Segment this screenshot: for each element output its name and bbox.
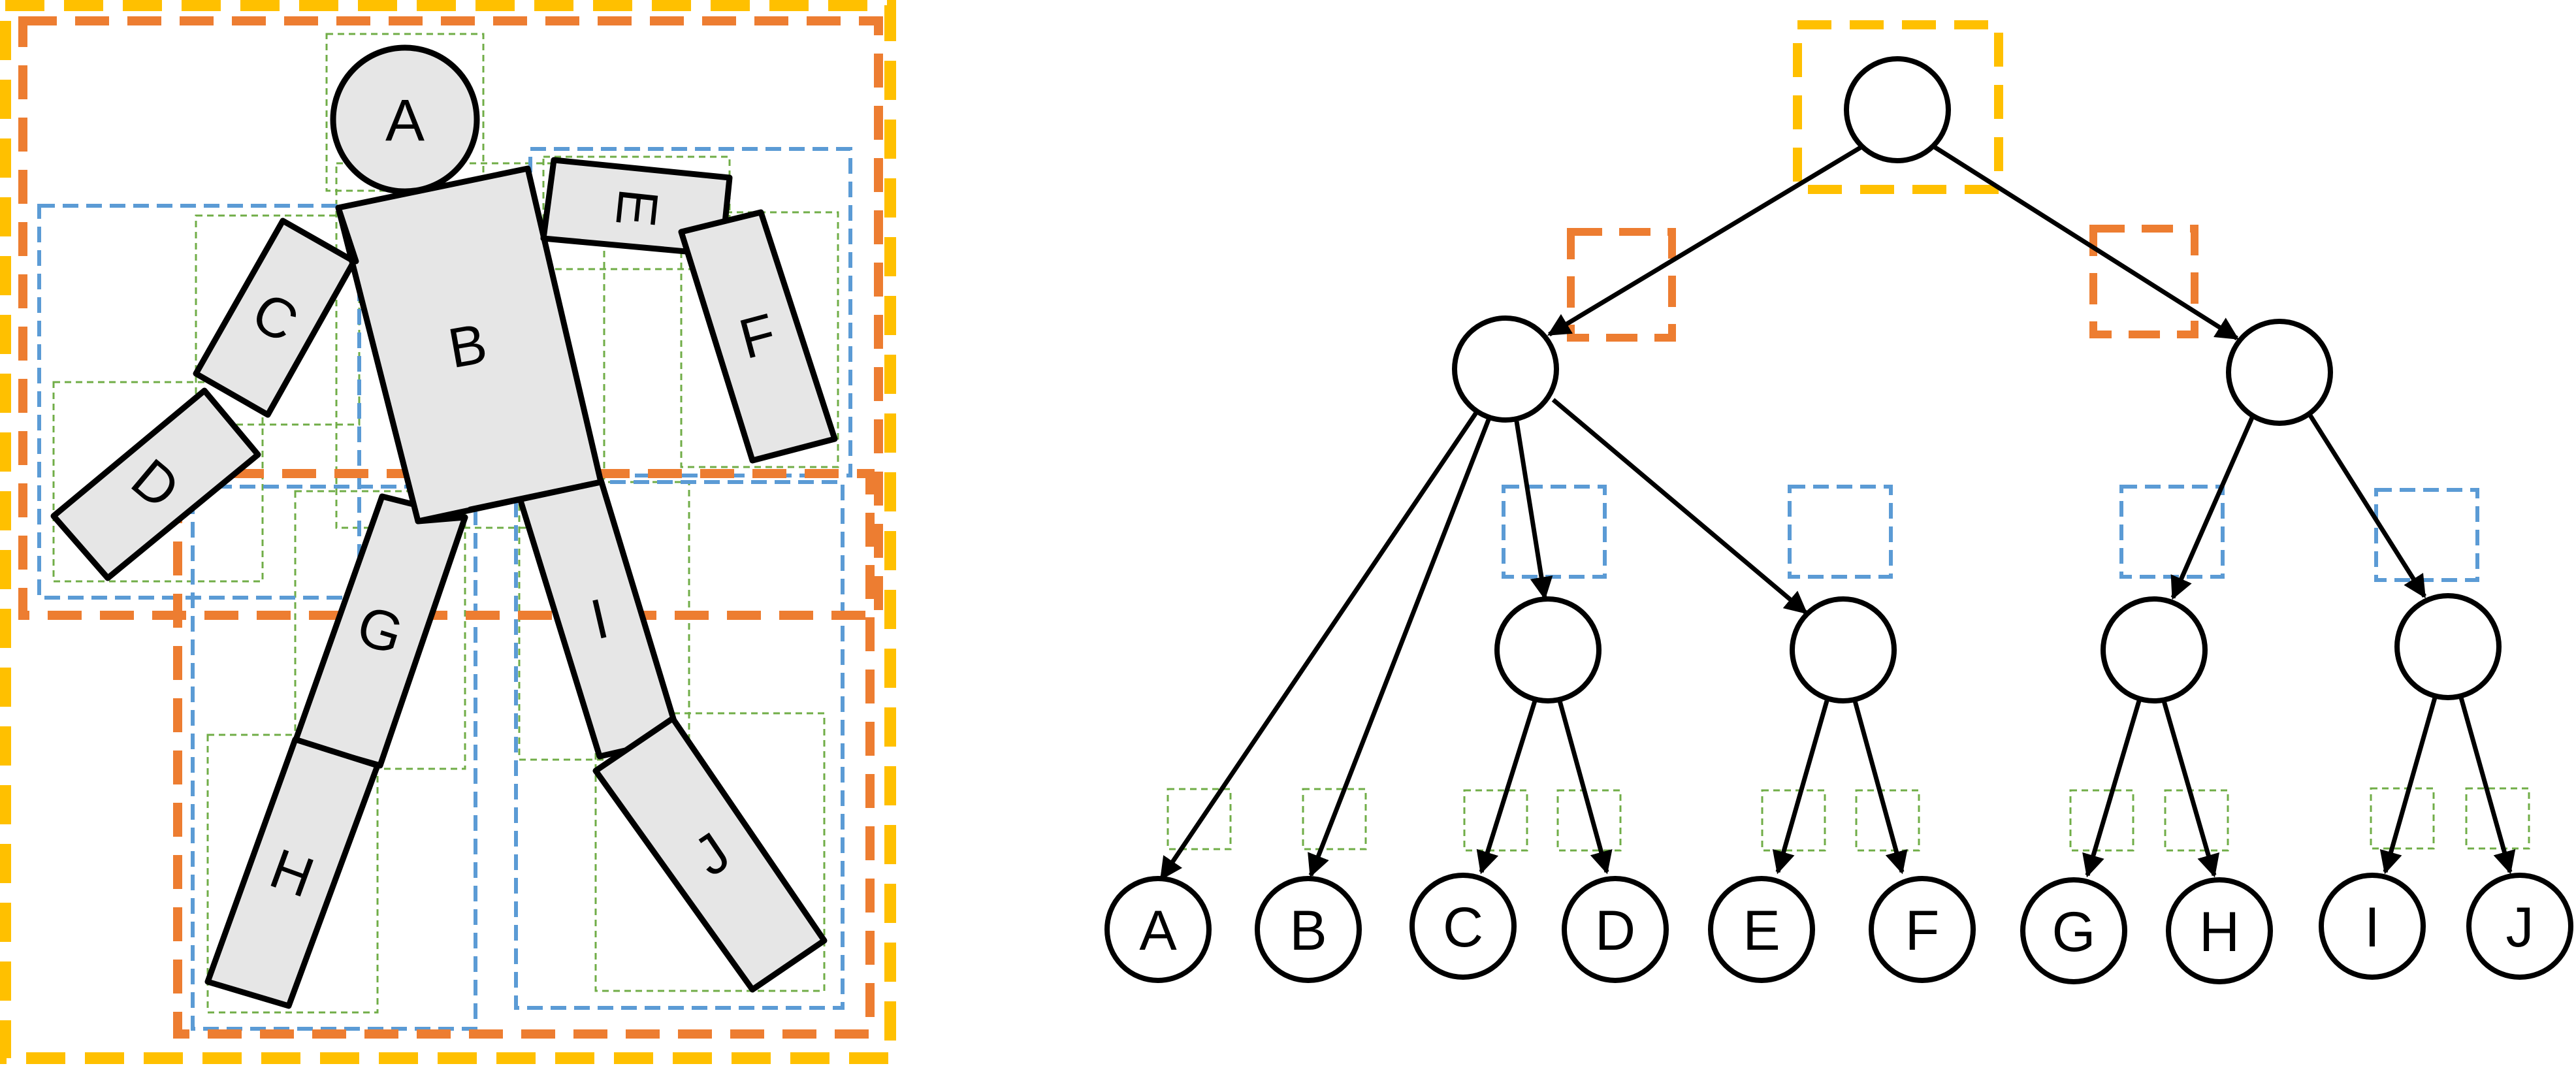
edge-root-left [1547, 142, 1866, 337]
part-c: C [193, 218, 357, 418]
edge-lc-c [1476, 700, 1538, 875]
edge-right-rd [2305, 409, 2426, 598]
tree-box-r-2 [2374, 488, 2479, 582]
edge-rd-i [2379, 697, 2438, 875]
tree-leaf-j: J [2466, 873, 2573, 980]
edge-root-right [1930, 143, 2239, 340]
part-box-j [594, 712, 826, 992]
part-j: J [592, 715, 828, 993]
tree-leaf-c: C [1409, 873, 1517, 980]
tree-leaf-a: A [1104, 876, 1212, 983]
tree-node-left-2 [1790, 596, 1897, 703]
joint-shoulder-left [335, 204, 359, 265]
part-h: H [204, 736, 381, 1009]
tree-leaf-label-i: I [2364, 896, 2380, 959]
tree-leaf-i: I [2319, 873, 2426, 980]
part-label-a: A [385, 88, 425, 153]
tree-box-leaf-a [1167, 788, 1232, 850]
tree-internal-nodes [1452, 56, 2502, 703]
part-box-i [518, 481, 690, 761]
tree-box-l-2 [1788, 485, 1893, 579]
tree-box-leaf-b [1302, 788, 1367, 850]
tree-leaf-b: B [1255, 876, 1362, 983]
tree-node-left-1 [1494, 596, 1602, 703]
tree-node-right-2 [2394, 593, 2502, 700]
limb-box-left-arm [37, 204, 361, 600]
part-label-e: E [604, 186, 669, 229]
tree-edges [1159, 142, 2516, 880]
figure-panel: D C I J G [0, 0, 896, 1064]
tree-box-leaf-j [2465, 787, 2530, 850]
tree-box-leaf-g [2069, 789, 2134, 852]
tree-leaf-label-g: G [2052, 901, 2096, 963]
tree-node-left [1452, 315, 1559, 423]
tree-leaf-label-a: A [1139, 899, 1177, 962]
tree-leaf-f: F [1869, 876, 1976, 983]
tree-leaf-label-h: H [2199, 901, 2240, 963]
joint-hip-right [467, 479, 604, 513]
tree-box-leaf-i [2370, 787, 2435, 850]
edge-rd-j [2458, 697, 2516, 875]
tree-box-l-1 [1502, 485, 1607, 579]
part-box-b [335, 162, 605, 529]
tree-box-leaf-e [1761, 789, 1826, 852]
tree-leaf-d: D [1562, 876, 1669, 983]
body-box-level1 [0, 0, 896, 1064]
tree-node-right [2226, 319, 2333, 426]
joint-lines [335, 204, 604, 525]
edge-left-ld [1551, 398, 1808, 615]
tree-box-edge-left [1567, 228, 1676, 342]
part-g: G [292, 493, 468, 769]
part-box-d [52, 381, 264, 583]
part-box-h [206, 734, 379, 1014]
tree-box-edge-right [2089, 225, 2198, 338]
limb-box-right-leg [514, 480, 845, 1010]
tree-leaf-label-j: J [2506, 896, 2534, 959]
part-box-g [294, 490, 466, 770]
tree-node-root [1844, 56, 1951, 163]
tree-leaf-g: G [2020, 877, 2127, 984]
edge-right-rc [2170, 413, 2256, 600]
body-parts: D C I J G [50, 44, 838, 1009]
part-a: A [330, 44, 480, 195]
edge-rc-g [2082, 700, 2142, 878]
tree-box-r-1 [2119, 485, 2225, 579]
edge-left-lc [1514, 421, 1553, 600]
region-box-upper-body [18, 16, 883, 620]
edge-left-b [1308, 417, 1492, 878]
tree-leaf-label-f: F [1905, 899, 1940, 962]
tree-boxes-leaf-edges [1167, 787, 2530, 852]
joint-hip-left [415, 514, 468, 525]
tree-box-leaf-h [2164, 789, 2229, 852]
edge-rc-h [2161, 700, 2220, 878]
edge-ld-f [1852, 700, 1908, 875]
tree-box-leaf-d [1556, 789, 1622, 852]
tree-leaf-label-b: B [1289, 899, 1327, 962]
part-d: D [50, 387, 261, 581]
tree-box-root [1793, 20, 2003, 194]
edge-lc-d [1557, 700, 1613, 875]
tree-leaf-h: H [2166, 877, 2273, 984]
tree-panel: A B C D E F G [1104, 20, 2573, 984]
tree-leaf-label-c: C [1443, 896, 1483, 959]
edge-left-a [1159, 412, 1478, 880]
tree-box-leaf-c [1463, 789, 1528, 852]
part-f: F [678, 209, 838, 464]
limb-box-left-leg [191, 485, 477, 1031]
tree-leaf-label-e: E [1743, 899, 1780, 962]
tree-boxes [1167, 20, 2530, 852]
tree-leaf-label-d: D [1595, 899, 1635, 962]
tree-leaf-nodes: A B C D E F G [1104, 873, 2573, 984]
part-box-e [542, 155, 731, 270]
tree-node-right-1 [2101, 596, 2208, 703]
tree-leaf-e: E [1708, 876, 1815, 983]
edge-ld-e [1772, 700, 1829, 875]
tree-box-leaf-f [1855, 789, 1920, 852]
